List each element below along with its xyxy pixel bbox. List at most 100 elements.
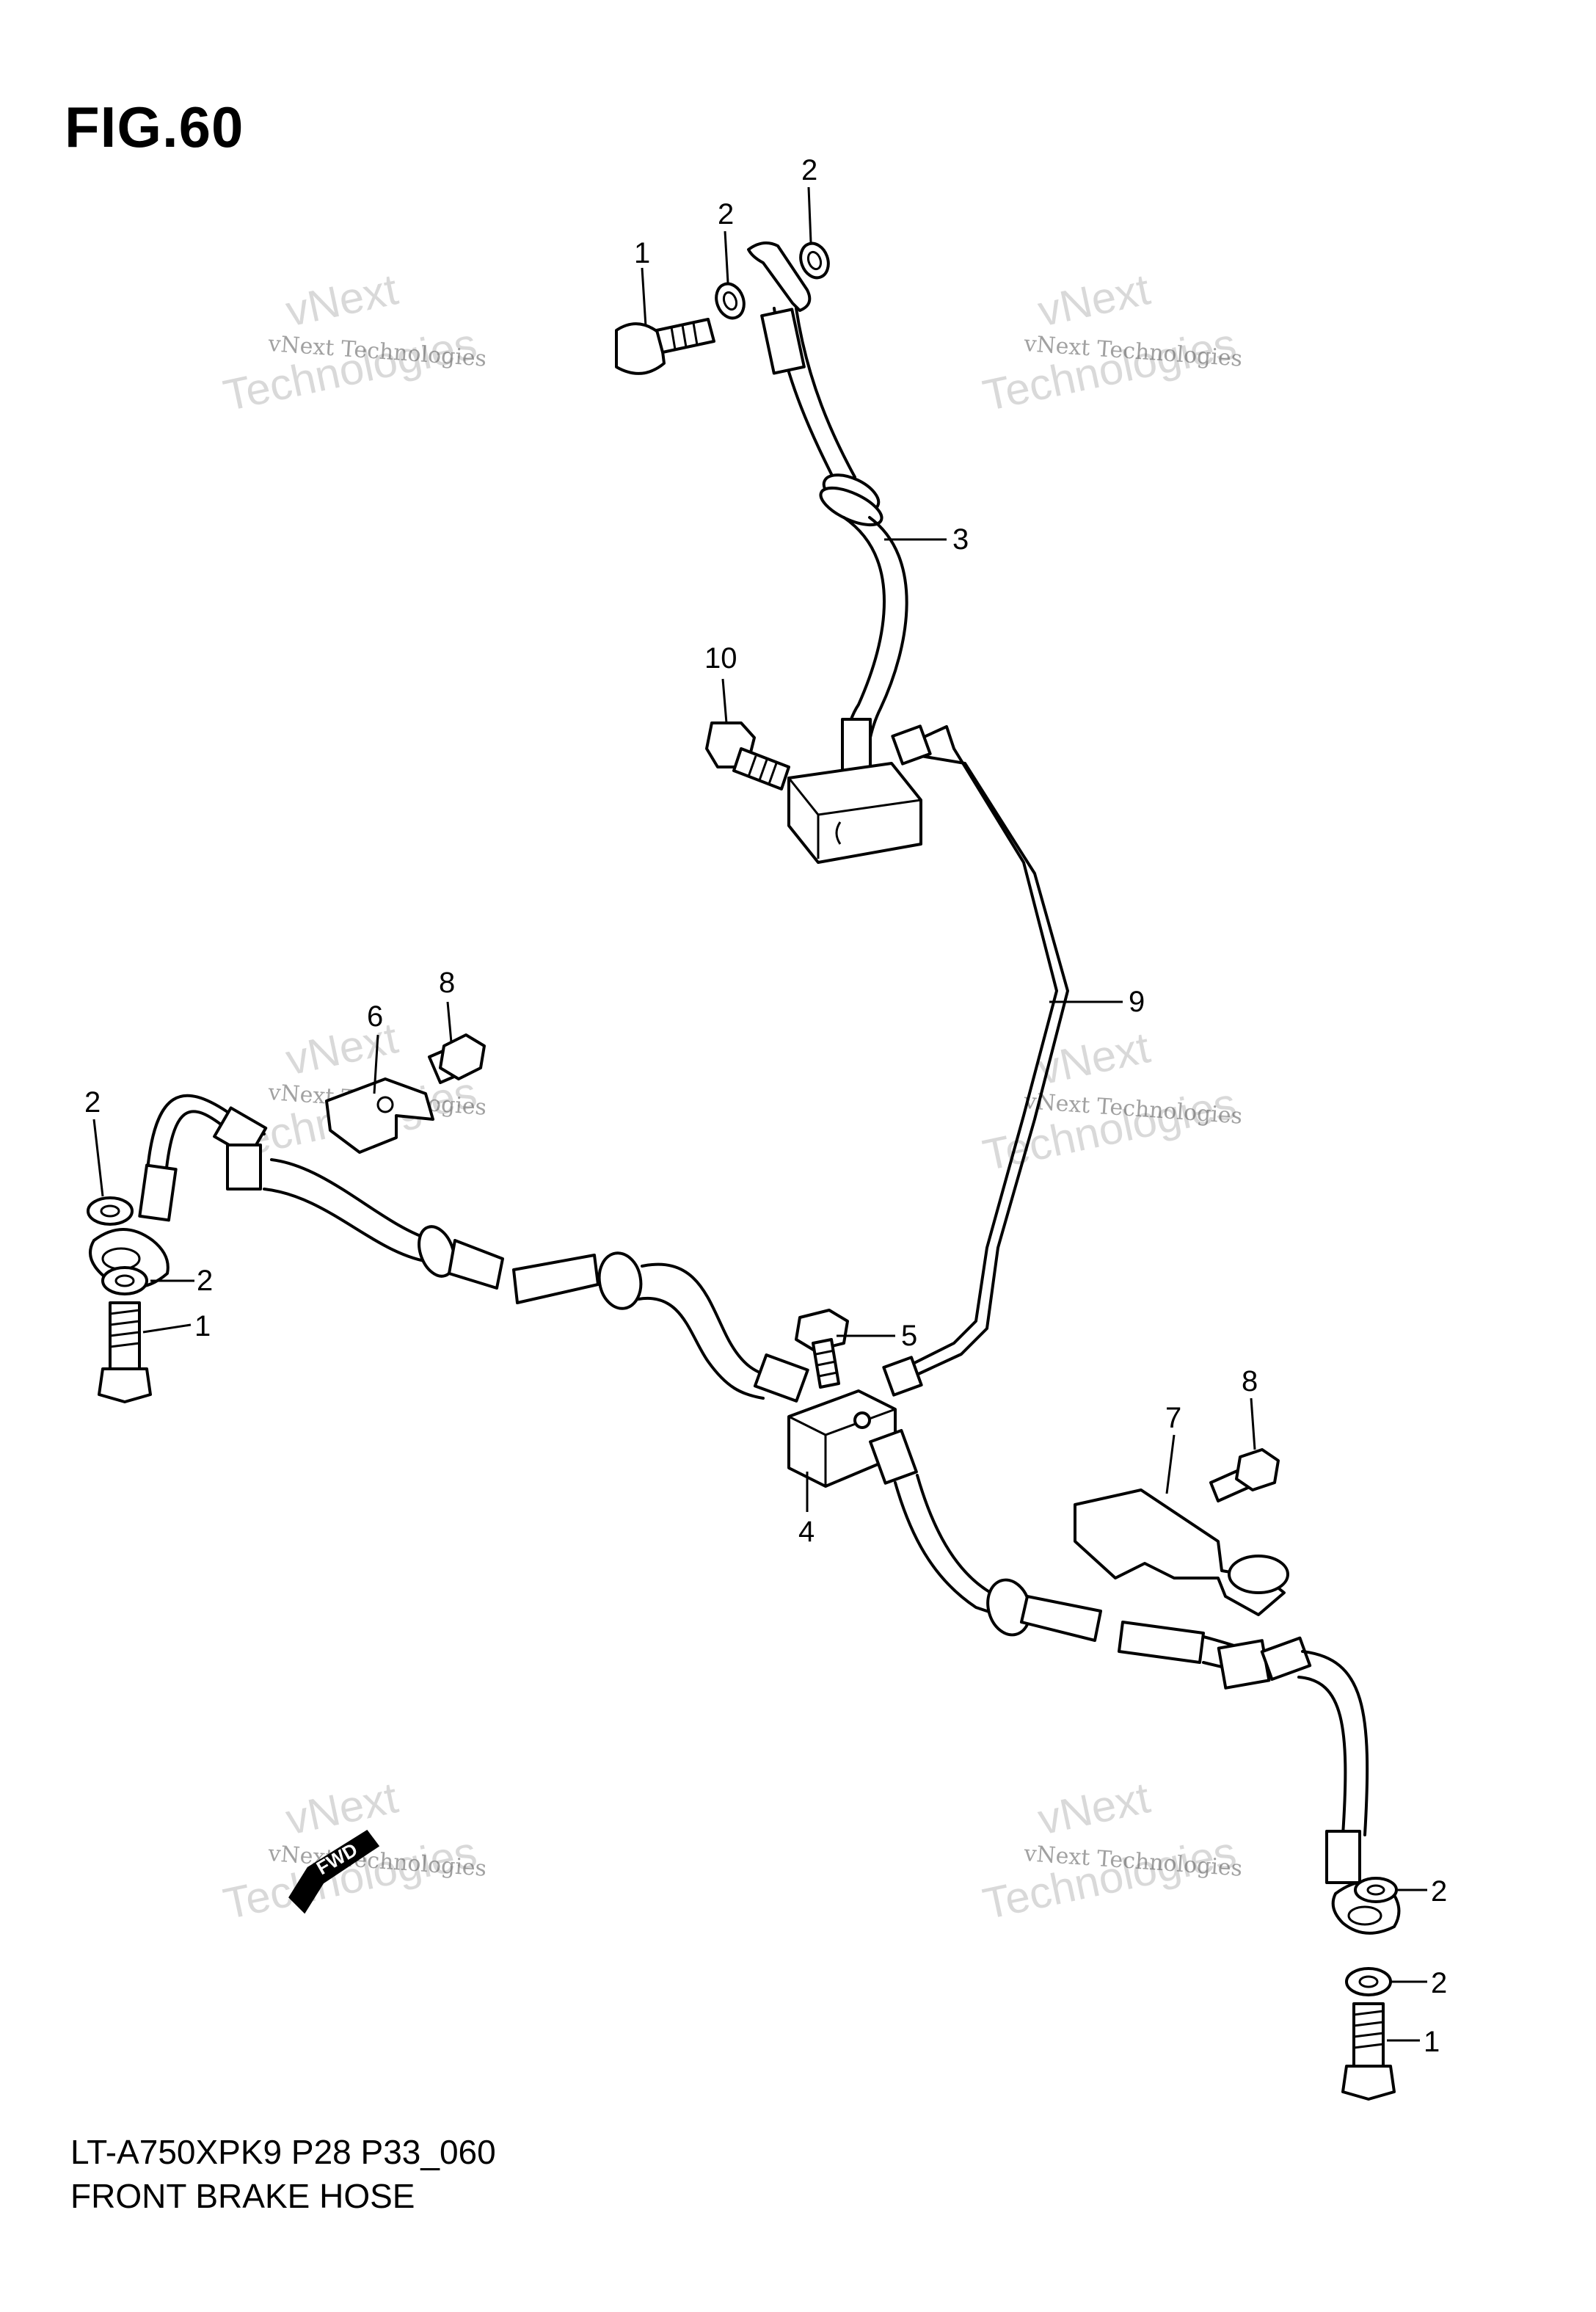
watermark-bottom-right: Technologies vNext Technologies vNext	[979, 1773, 1243, 1928]
callout-label: 8	[439, 967, 455, 999]
bolt-8-right	[1209, 1448, 1280, 1502]
watermark-top-right: Technologies vNext Technologies vNext	[979, 264, 1243, 420]
clamp-7	[1074, 1488, 1289, 1616]
leader-8-right	[1250, 1397, 1256, 1450]
clamp-7-loop	[1228, 1555, 1289, 1594]
upper-hose-segment-b	[795, 307, 856, 479]
bolt-1-shank	[655, 318, 715, 354]
callout-numbers: 1 2 2 3 10 8 6 2 2 1 9 5 4 8 7 2 2 1	[84, 154, 1447, 2058]
pipe-flare-nut-bottom	[882, 1356, 923, 1397]
bolt-8-left-head	[439, 1033, 486, 1080]
watermark-big-text: Technologies	[979, 1078, 1241, 1179]
leader-2-top-right	[807, 186, 812, 243]
right-hose-end-crimp	[1325, 1830, 1361, 1884]
watermark-faint-text: vNext	[282, 1773, 402, 1844]
callout-label: 2	[801, 154, 817, 186]
callout-label: 1	[194, 1310, 211, 1342]
left-hose-mid-a	[270, 1158, 434, 1242]
callout-label: 7	[1165, 1402, 1181, 1434]
bolt-1-head	[615, 322, 666, 375]
left-hose-lower-b	[637, 1296, 765, 1400]
right-washer-2-lower-hole	[1358, 1975, 1379, 1988]
washer-2-top-a	[715, 282, 746, 320]
right-hose-lower-a	[1301, 1650, 1369, 1836]
left-washer-2-lower-hole	[114, 1274, 135, 1287]
left-brake-hose	[138, 1094, 809, 1403]
washer-2-top-b-hole	[806, 250, 823, 271]
bolt-5-head	[795, 1309, 849, 1352]
bolt-5-thread	[815, 1349, 838, 1378]
leader-1-left	[142, 1323, 192, 1334]
clamp-6	[325, 1077, 434, 1154]
bolt-8-left	[428, 1033, 486, 1084]
right-washer-2-upper	[1354, 1877, 1398, 1903]
washer-2-top-a-hole	[722, 291, 738, 311]
clamp-6-hole	[376, 1096, 394, 1113]
left-hose-top-b	[164, 1110, 258, 1183]
central-joint-port	[853, 1411, 871, 1429]
pipe-line-b	[912, 755, 1069, 1378]
upper-joint-marking	[835, 821, 842, 845]
callout-label: 2	[84, 1086, 101, 1119]
right-washer-2-lower	[1345, 1967, 1392, 1996]
bolt-10-shank	[732, 747, 790, 790]
leader-6	[373, 1034, 379, 1094]
clamp-6-body	[325, 1077, 434, 1154]
leader-2-top-left	[724, 230, 729, 283]
callout-label: 6	[367, 1000, 383, 1033]
forward-arrow-icon	[288, 1829, 380, 1914]
watermark-big-text: Technologies	[979, 319, 1241, 420]
right-hose-upper-a	[894, 1481, 999, 1616]
diagram-caption: FRONT BRAKE HOSE	[70, 2177, 415, 2215]
bolt-10	[705, 721, 790, 790]
callout-label: 5	[901, 1320, 917, 1352]
upper-banjo-fitting	[747, 241, 812, 312]
watermark-faint-text: vNext	[282, 1013, 402, 1084]
right-hose-break-segment	[1020, 1595, 1102, 1642]
left-hose-clamp-block	[226, 1144, 262, 1190]
watermark-big-text: Technologies	[219, 319, 481, 420]
bolt-1-top	[615, 318, 715, 375]
callout-label: 4	[798, 1516, 815, 1548]
clamp-7-body	[1074, 1488, 1286, 1616]
upper-joint-body	[787, 762, 922, 864]
left-hose-top-a	[145, 1094, 266, 1179]
leader-1-top	[641, 267, 647, 327]
left-banjo-bolt-head	[98, 1367, 152, 1403]
left-hose-ring-a	[418, 1225, 456, 1278]
upper-joint-block	[787, 762, 922, 864]
left-hose-ferrule	[448, 1239, 504, 1290]
bolt-1-thread	[670, 322, 699, 350]
right-banjo-hole	[1347, 1905, 1382, 1926]
left-hose-break-segment	[512, 1254, 600, 1304]
washer-2-top-b	[799, 241, 830, 280]
watermark-faint-text: vNext	[282, 264, 402, 335]
upper-hose-crimp	[760, 308, 806, 375]
pipe-line-a	[905, 725, 1058, 1367]
right-banjo-bolt-head	[1341, 2065, 1396, 2101]
pipe-flare-nut-top	[891, 724, 932, 766]
callout-label: 1	[634, 237, 650, 269]
left-hose-lower-a	[641, 1262, 772, 1378]
right-hose-joint-crimp	[869, 1428, 918, 1485]
brake-pipe-9	[882, 724, 1069, 1397]
right-banjo-assembly	[1331, 1877, 1401, 2101]
callout-label: 3	[952, 523, 969, 556]
callout-label: 2	[1431, 1967, 1447, 1999]
callout-label: 1	[1424, 2026, 1440, 2058]
watermark-top-left: Technologies vNext Technologies vNext	[219, 264, 487, 420]
leader-7	[1165, 1434, 1176, 1494]
left-washer-2-upper	[87, 1196, 134, 1226]
watermark-mid-right: Technologies vNext Technologies vNext	[979, 1022, 1243, 1179]
right-brake-hose	[869, 1428, 1369, 1884]
callout-label: 2	[1431, 1875, 1447, 1908]
right-hose-lower-b	[1297, 1676, 1347, 1836]
central-joint-edge	[788, 1408, 896, 1486]
bolt-8-right-head	[1235, 1448, 1280, 1491]
callout-label: 8	[1242, 1365, 1258, 1397]
bolt-5	[795, 1309, 849, 1389]
leader-2-left-upper	[92, 1119, 104, 1197]
upper-brake-hose	[747, 241, 908, 783]
